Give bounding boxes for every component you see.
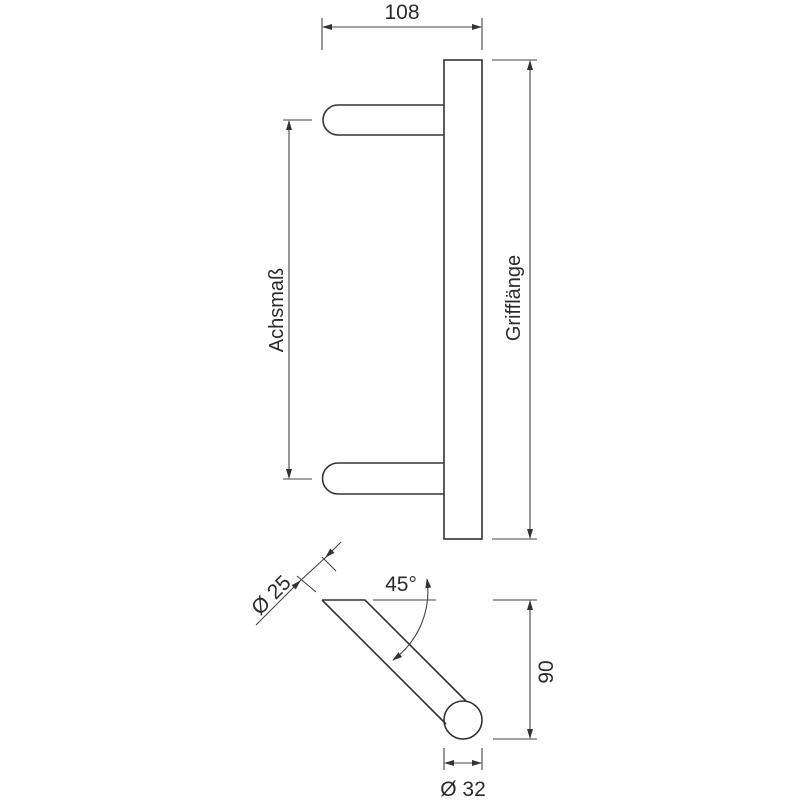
handle-length-label: Grifflänge [503, 255, 525, 341]
depth-label: 108 [384, 1, 419, 24]
offset-height-label: 90 [535, 660, 558, 683]
angle-dimension: 45° [385, 573, 432, 661]
upper-standoff [322, 104, 444, 136]
depth-dimension: 108 [321, 1, 483, 50]
grip-cross-section [443, 700, 483, 740]
grip-diameter-dimension: Ø 32 [440, 748, 486, 800]
standoff-diameter-label: Ø 25 [247, 571, 295, 619]
angled-rod [322, 599, 467, 702]
handle-bar [443, 59, 483, 540]
section-view: Ø 25 45° 90 Ø 32 [247, 541, 558, 800]
grip-diameter-label: Ø 32 [440, 778, 486, 800]
lower-standoff [321, 462, 444, 495]
center-distance-dimension: Achsmaß [266, 119, 312, 480]
standoff-diameter-dimension: Ø 25 [247, 541, 342, 626]
center-distance-label: Achsmaß [266, 268, 288, 352]
angle-label: 45° [385, 573, 417, 596]
handle-length-dimension: Grifflänge [492, 59, 537, 540]
side-view: 108 Achsmaß Grifflänge [266, 1, 537, 540]
offset-height-dimension: 90 [493, 599, 558, 740]
